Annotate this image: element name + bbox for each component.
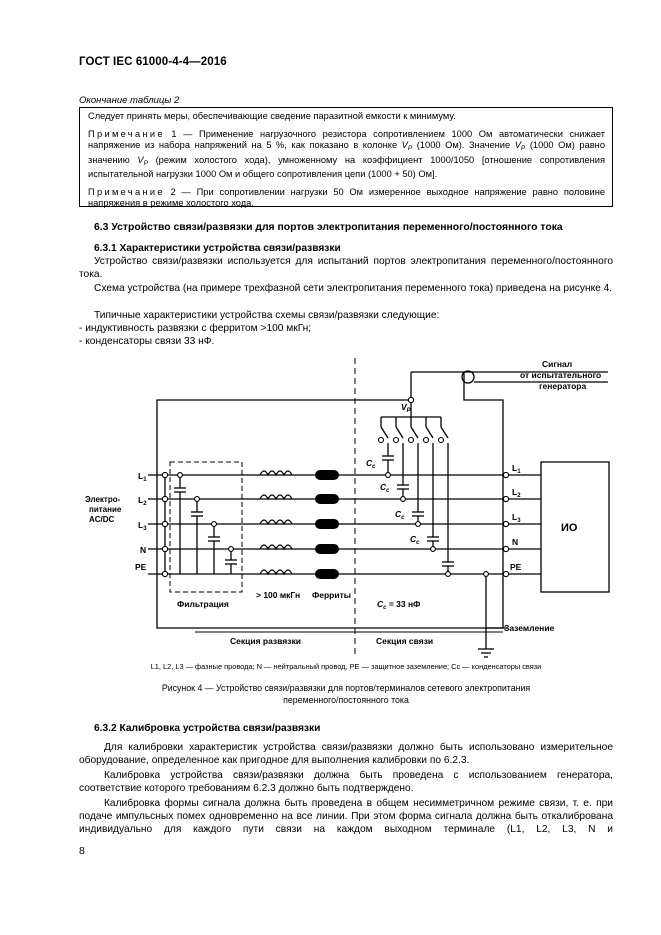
table-tail-line: Следует принять меры, обеспечивающие све… bbox=[88, 111, 456, 121]
line-label-l2: L2 bbox=[138, 495, 147, 507]
cc-label: Cc bbox=[380, 482, 390, 494]
note-label: Примечание bbox=[88, 186, 165, 197]
line-label-l3: L3 bbox=[138, 520, 147, 532]
table-tail-box: Следует принять меры, обеспечивающие све… bbox=[79, 107, 613, 209]
line-label-n: N bbox=[140, 545, 146, 555]
cc-value-label: Cc = 33 нФ bbox=[377, 599, 420, 611]
table-note-1: Примечание 1 — Применение нагрузочного р… bbox=[88, 128, 605, 180]
table-continuation-label: Окончание таблицы 2 bbox=[79, 95, 180, 106]
line-label-l1-out: L1 bbox=[512, 463, 521, 475]
section-heading-6-3-2: 6.3.2 Калибровка устройства связи/развяз… bbox=[94, 723, 321, 734]
document-header: ГОСТ IEC 61000-4-4—2016 bbox=[79, 56, 227, 68]
paragraph: Калибровка устройства связи/развязки дол… bbox=[79, 769, 613, 795]
note-label: Примечание bbox=[88, 128, 165, 139]
cc-label: Cc bbox=[410, 534, 420, 546]
eut-label: ИО bbox=[561, 522, 578, 534]
line-label-n-out: N bbox=[512, 537, 518, 547]
page-number: 8 bbox=[79, 845, 85, 857]
cc-label: Cc bbox=[366, 458, 376, 470]
line-label-l2-out: L2 bbox=[512, 487, 521, 499]
list-item: - конденсаторы связи 33 нФ. bbox=[79, 336, 215, 347]
inductance-label: > 100 мкГн bbox=[256, 590, 300, 600]
supply-label-line1: Электро- bbox=[85, 495, 121, 504]
supply-label-line2: питание bbox=[89, 505, 122, 514]
paragraph: Схема устройства (на примере трехфазной … bbox=[94, 283, 613, 294]
line-label-pe-out: PE bbox=[510, 562, 522, 572]
signal-label-line1: Сигнал bbox=[542, 359, 572, 369]
signal-label-line2: от испытательного bbox=[520, 370, 601, 380]
figure-legend: L1, L2, L3 — фазные провода; N — нейтрал… bbox=[150, 662, 542, 671]
list-item: - индуктивность развязки с ферритом >100… bbox=[79, 323, 312, 334]
table-note-2: Примечание 2 — При сопротивлении нагрузк… bbox=[88, 186, 605, 209]
ground-label: Заземление bbox=[504, 623, 555, 633]
decoupling-section-label: Секция развязки bbox=[230, 636, 301, 646]
section-heading-6-3-1: 6.3.1 Характеристики устройства связи/ра… bbox=[94, 243, 341, 254]
section-6-3-2-body: Для калибровки характеристик устройства … bbox=[79, 741, 613, 838]
signal-label-line3: генератора bbox=[539, 381, 586, 391]
line-label-l3-out: L3 bbox=[512, 512, 521, 524]
line-label-l1: L1 bbox=[138, 471, 147, 483]
supply-label-line3: AC/DC bbox=[89, 515, 115, 524]
line-label-pe: PE bbox=[135, 562, 147, 572]
vp-label: VP bbox=[401, 402, 412, 414]
paragraph: Типичные характеристики устройства схемы… bbox=[94, 310, 440, 321]
section-heading-6-3: 6.3 Устройство связи/развязки для портов… bbox=[94, 222, 563, 233]
ferrites-label: Ферриты bbox=[312, 590, 351, 600]
paragraph: Для калибровки характеристик устройства … bbox=[79, 742, 613, 767]
figure-caption: Рисунок 4 — Устройство связи/развязки дл… bbox=[161, 683, 531, 705]
paragraph: Калибровка формы сигнала должна быть про… bbox=[79, 797, 613, 836]
coupling-section-label: Секция связи bbox=[376, 636, 433, 646]
filter-label: Фильтрация bbox=[177, 599, 229, 609]
paragraph: Устройство связи/развязки используется д… bbox=[79, 256, 613, 280]
cc-label: Cc bbox=[395, 509, 405, 521]
